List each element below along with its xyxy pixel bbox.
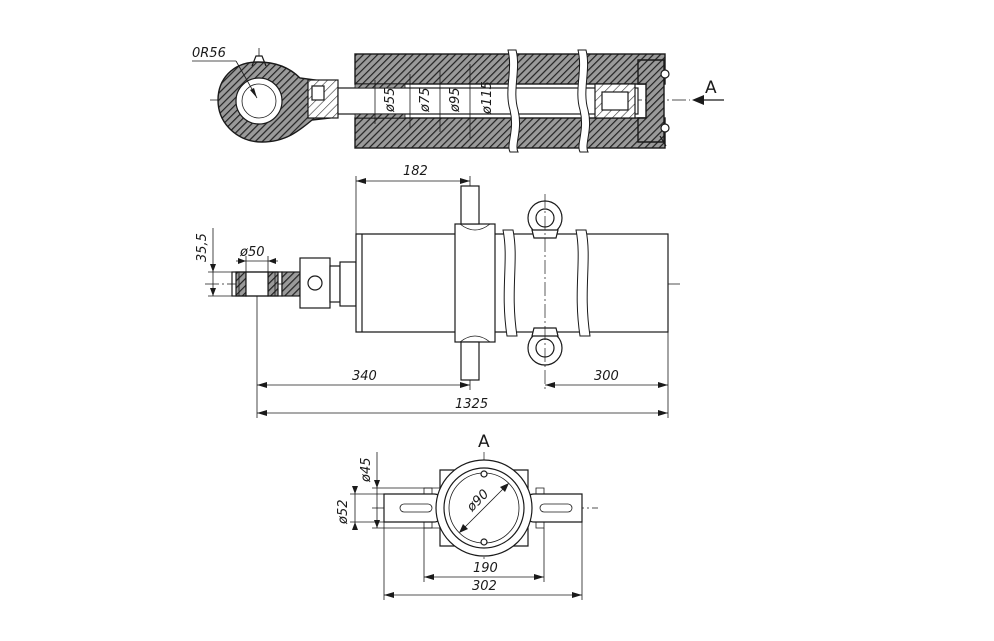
dim-340-label: 340 — [352, 369, 377, 384]
rod-step — [329, 265, 341, 303]
dim-1325-arrow-left — [257, 410, 267, 416]
gland-port — [311, 85, 325, 101]
end-pin-key-left-bottom — [423, 522, 433, 529]
dim-35-arrow-top — [210, 264, 216, 272]
dim-90-line — [461, 485, 507, 531]
end-pin-key-right — [535, 487, 545, 494]
trunnion-pin-top — [460, 185, 480, 225]
dim-300-arrow-right — [658, 382, 668, 388]
break-gap-1 — [507, 49, 521, 153]
dim-90-arrow-b — [500, 483, 509, 492]
front-eye-bore — [245, 271, 269, 297]
dim-45-arrow-top — [374, 480, 380, 488]
view-arrow-head — [692, 95, 704, 105]
end-port-top — [480, 470, 488, 478]
rod-eye-bushing — [241, 83, 277, 119]
end-view-title: A — [478, 432, 490, 452]
dim-90-arrow-a — [459, 524, 468, 533]
dim-182-arrow-right — [460, 178, 470, 184]
dim-52-label: ø52 — [336, 500, 351, 526]
dim-50-arrow-right — [268, 258, 276, 264]
rod-clamp-hole — [307, 275, 323, 291]
dim-190-arrow-right — [534, 574, 544, 580]
end-cap-port-bottom — [660, 123, 670, 133]
trunnion-fillet-top — [459, 223, 491, 231]
end-barrel-inner — [443, 467, 525, 549]
rod-nut — [339, 261, 357, 307]
end-pin-key-right-bottom — [535, 522, 545, 529]
dim-182-label: 182 — [403, 164, 428, 179]
dim-1325-arrow-right — [658, 410, 668, 416]
end-cap-port-line — [659, 135, 667, 147]
section-dia-115: ø115 — [480, 81, 495, 115]
dim-302-arrow-left — [384, 592, 394, 598]
piston-bore — [601, 91, 629, 111]
dim-50-arrow-left — [238, 258, 246, 264]
front-eye-neck — [281, 271, 301, 297]
end-view: A ø90 ø45 — [336, 432, 598, 600]
front-eye-left — [235, 271, 247, 297]
dim-300-arrow-left — [545, 382, 555, 388]
gland-inner-step-lower — [354, 113, 406, 119]
end-cap-section — [637, 59, 665, 143]
trunnion-block — [454, 223, 496, 343]
dim-302-arrow-right — [572, 592, 582, 598]
trunnion-pin-bottom — [460, 341, 480, 381]
dim-300-label: 300 — [594, 369, 619, 384]
dim-182-arrow-left — [356, 178, 366, 184]
radius-label: 0R56 — [192, 46, 226, 61]
section-dia-75: ø75 — [418, 88, 433, 114]
break-gap-2 — [577, 49, 591, 153]
end-pin-slot-right — [539, 503, 573, 513]
dim-45-arrow-bottom — [374, 520, 380, 528]
section-view: ø55 ø75 ø95 ø115 0R56 A — [192, 46, 724, 153]
barrel-continuation — [509, 233, 669, 333]
dim-52-arrow-bottom — [352, 522, 358, 530]
dim-35-label: 35,5 — [195, 233, 210, 262]
end-pin-right — [527, 493, 583, 523]
trunnion-fillet-bottom — [459, 335, 491, 343]
end-cap-port-top — [660, 69, 670, 79]
rod-eye-bore — [235, 77, 283, 125]
end-port-bottom — [480, 538, 488, 546]
end-pin-key-left — [423, 487, 433, 494]
gland-inner-step — [354, 83, 406, 89]
front-break-gap-2 — [575, 229, 591, 337]
view-arrow-label: A — [705, 78, 717, 98]
dim-1325-label: 1325 — [455, 397, 488, 412]
section-dia-55: ø55 — [383, 88, 398, 114]
dim-45-label: ø45 — [359, 458, 374, 484]
dim-190-arrow-left — [424, 574, 434, 580]
front-view: 182 35,5 ø50 340 300 1325 — [195, 164, 680, 418]
front-break-gap-1 — [502, 229, 518, 337]
radius-arrowhead — [250, 88, 257, 98]
end-pin-slot-left — [399, 503, 433, 513]
dim-302-label: 302 — [472, 579, 497, 594]
dim-340-arrow-left — [257, 382, 267, 388]
dim-340-arrow-right — [460, 382, 470, 388]
dim-35-arrow-bottom — [210, 288, 216, 296]
section-dia-95: ø95 — [448, 88, 463, 114]
dim-190-label: 190 — [473, 561, 498, 576]
front-eye-right — [267, 271, 279, 297]
dim-50-label: ø50 — [239, 245, 265, 260]
dim-52-arrow-top — [352, 486, 358, 494]
